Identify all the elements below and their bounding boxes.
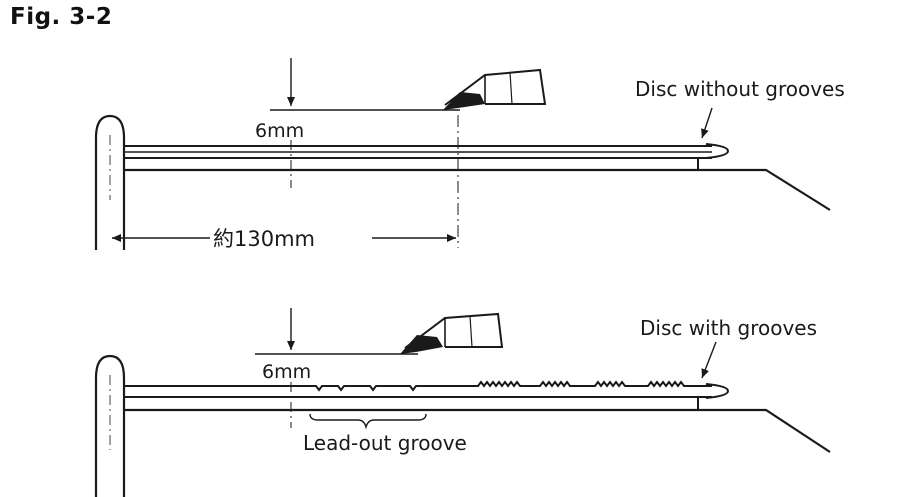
cartridge-top	[443, 68, 547, 110]
spindle-top	[94, 114, 126, 250]
bottom-panel: 6mm Lead-out groove Disc with grooves	[94, 308, 831, 497]
height-label-bottom: 6mm	[262, 361, 311, 383]
platter-top	[124, 168, 831, 211]
callout-label-top: Disc without grooves	[635, 77, 845, 101]
top-panel: 6mm 約130mm Disc without grooves	[94, 58, 845, 251]
cartridge-bottom	[400, 312, 504, 354]
height-label-top: 6mm	[255, 120, 304, 142]
height-dimension-bottom	[255, 308, 418, 428]
figure-title: Fig. 3-2	[10, 4, 113, 30]
disc-top	[124, 143, 730, 159]
lead-out-brace	[309, 413, 427, 430]
groove-label-bottom: Lead-out groove	[303, 431, 467, 455]
height-dimension-top	[270, 58, 460, 248]
spindle-bottom	[94, 354, 126, 497]
callout-arrow-bottom	[701, 341, 717, 379]
callout-arrow-top	[701, 107, 713, 139]
distance-label-top: 約130mm	[213, 227, 315, 251]
callout-label-bottom: Disc with grooves	[640, 316, 817, 340]
disc-bottom	[124, 380, 730, 399]
platter-bottom	[124, 408, 831, 453]
